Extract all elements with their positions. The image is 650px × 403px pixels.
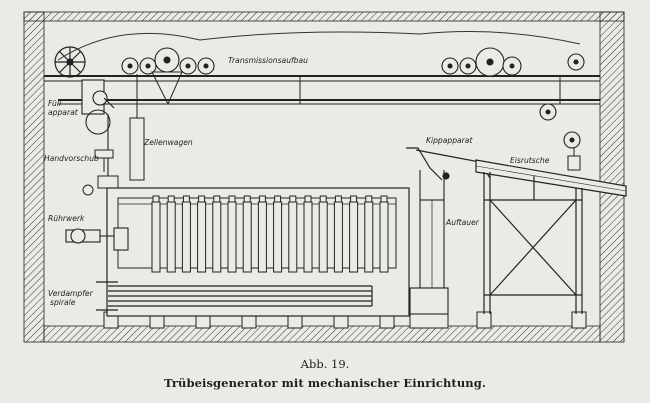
ice-cell xyxy=(181,201,191,273)
label-auftauer: Auftauer xyxy=(445,218,480,227)
ice-cell-cap xyxy=(350,195,358,203)
ice-cell-cap xyxy=(182,195,190,203)
ice-cell-cap xyxy=(274,195,282,203)
ice-cell-cap xyxy=(319,195,327,203)
ice-cell-cap xyxy=(258,195,266,203)
label-fill-apparatus-2: apparat xyxy=(48,108,79,117)
stirrer-mechanism xyxy=(65,227,129,251)
label-zellenwagen: Zellenwagen xyxy=(143,138,193,147)
ice-cell xyxy=(364,201,374,273)
label-ruehrwerk: Rührwerk xyxy=(48,214,85,223)
transmission-cable xyxy=(57,31,581,61)
ice-cell-cap xyxy=(152,195,160,203)
ice-cell xyxy=(227,201,237,273)
ice-cell-cap xyxy=(304,195,312,203)
ice-cell xyxy=(273,201,283,273)
ice-cell xyxy=(151,201,161,273)
ice-cell xyxy=(333,201,343,273)
building-walls xyxy=(23,11,625,343)
label-evaporator-1: Verdampfer xyxy=(48,289,94,298)
ice-cell-cap xyxy=(380,195,388,203)
figure-number: Abb. 19. xyxy=(300,357,350,371)
ice-cell-cap xyxy=(289,195,297,203)
label-kippapparat: Kippapparat xyxy=(426,136,473,145)
ice-cell xyxy=(197,201,207,273)
ice-cell xyxy=(257,201,267,273)
ice-cell xyxy=(288,201,298,273)
shaft-pulleys xyxy=(121,47,585,149)
ice-cell-cap xyxy=(243,195,251,203)
ice-cell-cap xyxy=(213,195,221,203)
label-transmission: Transmissionsaufbau xyxy=(228,56,308,65)
ice-cell-cap xyxy=(167,195,175,203)
label-fill-apparatus-1: Füll- xyxy=(48,99,64,108)
ice-cell xyxy=(349,201,359,273)
ice-cell-cap xyxy=(198,195,206,203)
transmission-beams xyxy=(44,75,600,105)
ice-cell-cap xyxy=(365,195,373,203)
evaporator-coils xyxy=(96,281,373,311)
fill-apparatus xyxy=(81,79,115,195)
ice-cell xyxy=(242,201,252,273)
ice-cells xyxy=(151,195,389,273)
drive-wheel xyxy=(54,46,86,78)
ice-chute xyxy=(475,159,627,197)
ice-cell xyxy=(318,201,328,273)
ice-cell xyxy=(212,201,222,273)
ice-cell xyxy=(379,201,389,273)
label-evaporator-2: spirale xyxy=(50,298,76,307)
label-handvorschub: Handvorschub xyxy=(44,154,99,163)
ice-cell xyxy=(166,201,176,273)
thaw-tank xyxy=(409,170,449,315)
ice-cell-cap xyxy=(228,195,236,203)
ice-cell xyxy=(303,201,313,273)
zellenwagen-hoist xyxy=(129,71,581,181)
chute-trestle xyxy=(483,172,583,314)
ice-cell-cap xyxy=(334,195,342,203)
figure-caption: Trübeisgenerator mit mechanischer Einric… xyxy=(164,376,486,390)
label-eisrutsche: Eisrutsche xyxy=(510,156,550,165)
diagram-labels: Transmissionsaufbau Füll- apparat Zellen… xyxy=(44,56,550,307)
